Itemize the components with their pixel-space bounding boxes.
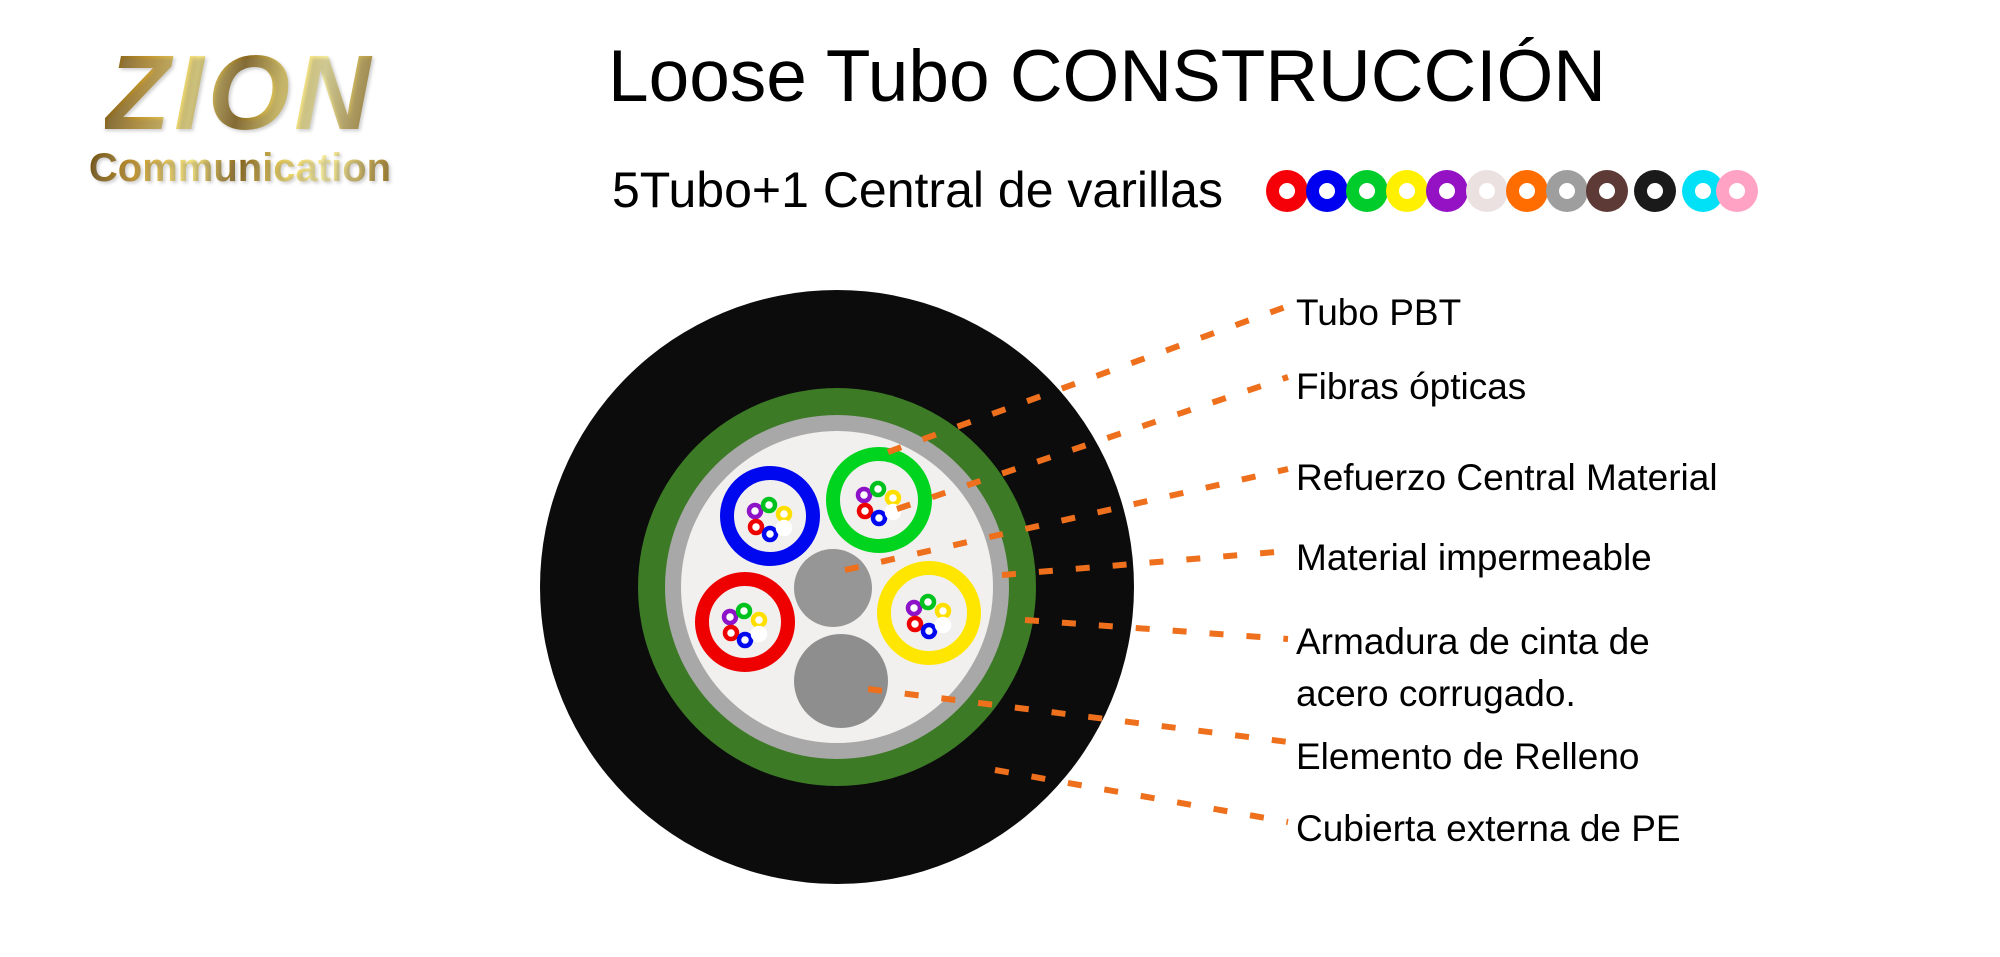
label-material-impermeable: Material impermeable — [1296, 537, 1652, 578]
fiber-ring-green — [934, 602, 952, 620]
fiber-dot-hole — [1519, 183, 1535, 199]
fiber-ring-green — [775, 505, 793, 523]
label-tubo-pbt: Tubo PBT — [1296, 292, 1462, 333]
leader-line-fibras-opticas — [896, 374, 1289, 512]
label-elemento-relleno: Elemento de Relleno — [1296, 736, 1640, 777]
fiber-dot-hole — [1439, 183, 1455, 199]
fiber-dot-hole — [1319, 183, 1335, 199]
fiber-dot-hole — [1695, 183, 1711, 199]
fibers-red-tube — [721, 602, 768, 649]
fiber-dot-black — [1634, 170, 1676, 212]
fiber-ring-yellow — [906, 615, 924, 633]
fiber-ring-violet — [761, 525, 779, 543]
fiber-dot-yellow — [1386, 170, 1428, 212]
label-cubierta-externa: Cubierta externa de PE — [1296, 808, 1681, 849]
fibers-green-tube — [855, 480, 902, 527]
fiber-ring-blue — [869, 480, 887, 498]
label-refuerzo-central: Refuerzo Central Material — [1296, 457, 1718, 498]
fiber-ring-violet — [870, 509, 888, 527]
zion-logo: ZION Communication — [78, 40, 402, 188]
label-armadura: Armadura de cinta de acero corrugado. — [1296, 621, 1650, 714]
fibers-yellow-tube — [905, 593, 952, 640]
fiber-ring-yellow — [856, 502, 874, 520]
fiber-ring-white — [934, 616, 952, 634]
fiber-dot-hole — [1359, 183, 1375, 199]
fiber-ring-red — [746, 502, 764, 520]
fiber-dot-hole — [1599, 183, 1615, 199]
fiber-ring-yellow — [722, 624, 740, 642]
page-title: Loose Tubo CONSTRUCCIÓN — [608, 36, 1606, 117]
fiber-ring-blue — [919, 593, 937, 611]
leader-line-material-impermeable — [1001, 548, 1289, 578]
fiber-dot-pink — [1716, 170, 1758, 212]
fiber-dot-blue — [1306, 170, 1348, 212]
leader-line-refuerzo-central — [844, 466, 1289, 573]
fiber-dot-hole — [1729, 183, 1745, 199]
fiber-ring-violet — [920, 622, 938, 640]
logo-brand-text: ZION — [105, 34, 375, 152]
fiber-dot-brown — [1586, 170, 1628, 212]
fiber-dot-white — [1466, 170, 1508, 212]
fiber-dot-green — [1346, 170, 1388, 212]
leader-line-armadura — [1024, 617, 1289, 642]
fiber-ring-violet — [736, 631, 754, 649]
fiber-ring-white — [750, 625, 768, 643]
fiber-dot-hole — [1647, 183, 1663, 199]
logo-subtitle-text: Communication — [88, 146, 392, 190]
fiber-ring-white — [775, 519, 793, 537]
loose-tube-blue — [720, 466, 820, 566]
page-subtitle: 5Tubo+1 Central de varillas — [612, 162, 1223, 218]
fiber-ring-green — [884, 489, 902, 507]
leader-lines — [844, 303, 1290, 825]
fiber-dot-hole — [1279, 183, 1295, 199]
fiber-ring-red — [721, 608, 739, 626]
fibers-blue-tube — [746, 496, 793, 543]
loose-tube-yellow — [877, 561, 981, 665]
label-fibras-opticas: Fibras ópticas — [1296, 366, 1527, 407]
fiber-dot-hole — [1559, 183, 1575, 199]
filler-element — [794, 634, 888, 728]
loose-tube-red — [695, 572, 795, 672]
fiber-ring-white — [884, 503, 902, 521]
loose-tube-green — [826, 447, 932, 553]
fiber-dot-hole — [1479, 183, 1495, 199]
leader-line-cubierta-externa — [994, 767, 1289, 825]
central-strength-member — [794, 549, 872, 627]
fiber-ring-green — [750, 611, 768, 629]
fiber-ring-blue — [760, 496, 778, 514]
fiber-ring-blue — [735, 602, 753, 620]
fiber-ring-yellow — [747, 518, 765, 536]
fiber-color-legend — [1266, 170, 1758, 212]
fiber-ring-red — [855, 486, 873, 504]
fiber-dot-red — [1266, 170, 1308, 212]
fiber-dot-hole — [1399, 183, 1415, 199]
fiber-dot-violet — [1426, 170, 1468, 212]
fiber-dot-orange — [1506, 170, 1548, 212]
fiber-ring-red — [905, 599, 923, 617]
fiber-dot-gray — [1546, 170, 1588, 212]
